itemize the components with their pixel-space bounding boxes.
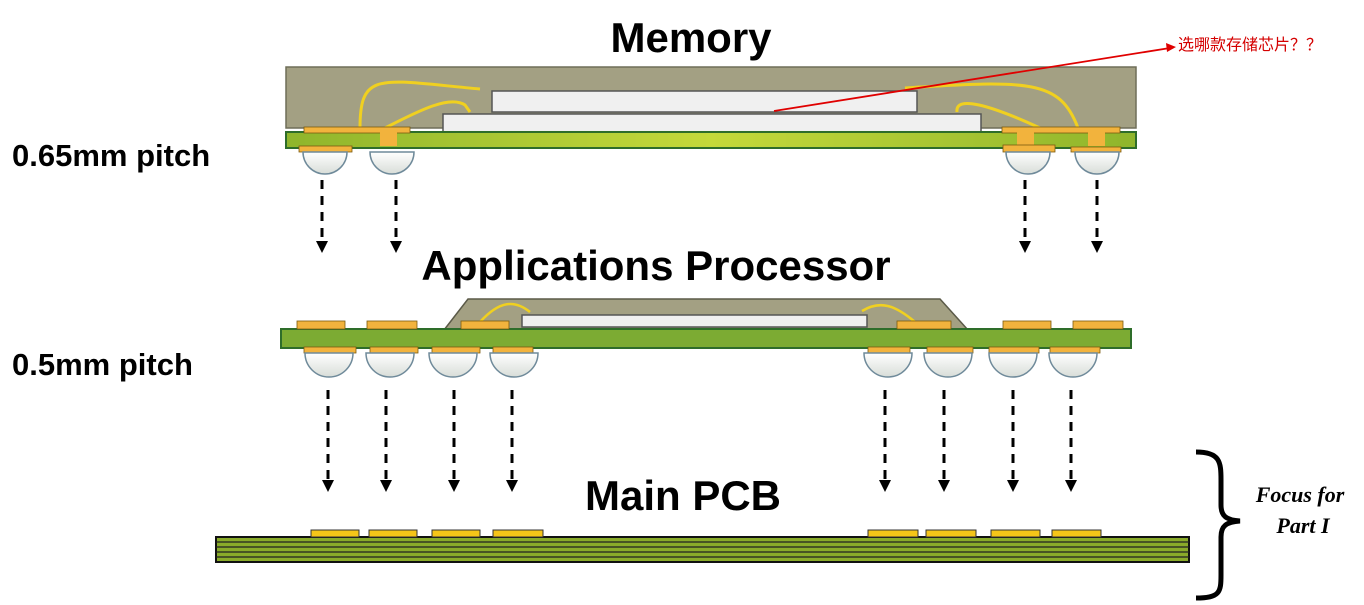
arrow-head — [1019, 241, 1031, 253]
bottom-pad — [926, 346, 974, 354]
bottom-pad — [431, 346, 481, 354]
solder-ball — [923, 352, 973, 378]
processor-die — [521, 314, 868, 328]
arrow-head — [322, 480, 334, 492]
focus-label-line2: Part I — [1275, 513, 1331, 538]
arrow-head — [506, 480, 518, 492]
solder-ball — [1048, 352, 1098, 378]
focus-label-line1: Focus for — [1255, 482, 1345, 507]
pcb-pad — [990, 529, 1041, 538]
pcb-pad — [925, 529, 977, 538]
annotation-text: 选哪款存储芯片？？ — [1178, 35, 1322, 54]
arrow-head — [448, 480, 460, 492]
memory-package — [285, 66, 1137, 175]
bottom-pad — [492, 346, 534, 354]
bond-wire — [358, 80, 481, 129]
solder-ball — [489, 352, 539, 378]
top-pad — [1072, 320, 1124, 330]
arrow-head — [380, 480, 392, 492]
bottom-pad — [988, 346, 1040, 354]
memory-pitch-label: 0.65mm pitch — [12, 138, 210, 173]
memory-substrate — [285, 131, 1137, 149]
arrow-head — [316, 241, 328, 253]
via — [1088, 132, 1105, 146]
solder-ball — [302, 151, 348, 175]
solder-ball — [863, 352, 913, 378]
bottom-pad — [1049, 346, 1101, 354]
annotation-line — [773, 47, 1171, 112]
bond-wire — [904, 82, 1080, 129]
memory-die-top — [491, 90, 918, 113]
top-pad — [460, 320, 510, 330]
pcb-pad — [492, 529, 544, 538]
processor-to-pcb-arrows — [322, 390, 1077, 492]
bond-wire — [384, 100, 472, 130]
arrow-head — [1065, 480, 1077, 492]
processor-title: Applications Processor — [421, 242, 890, 289]
annotation-arrowhead — [1166, 43, 1176, 52]
memory-to-processor-arrows — [316, 180, 1103, 253]
solder-ball — [369, 151, 415, 175]
bottom-pad — [369, 346, 419, 354]
pcb-pad — [431, 529, 481, 538]
pcb-pad — [867, 529, 919, 538]
memory-die-bottom — [442, 113, 982, 133]
solder-ball — [1005, 151, 1051, 175]
bond-wire — [955, 101, 1041, 130]
arrow-head — [938, 480, 950, 492]
bond-wire — [479, 302, 531, 323]
top-pad — [366, 320, 418, 330]
via — [1017, 132, 1034, 146]
solder-ball — [1074, 151, 1120, 175]
pcb-board — [215, 536, 1190, 563]
processor-package — [280, 298, 1132, 378]
solder-ball — [365, 352, 415, 378]
pcb-pad — [310, 529, 360, 538]
via — [380, 132, 397, 146]
main-pcb — [215, 529, 1190, 563]
solder-ball — [304, 352, 354, 378]
arrow-head — [1007, 480, 1019, 492]
top-pad — [296, 320, 346, 330]
arrow-head — [879, 480, 891, 492]
pcb-title: Main PCB — [585, 472, 781, 519]
memory-title: Memory — [610, 14, 772, 61]
bond-wire — [861, 303, 916, 323]
pcb-pad — [368, 529, 418, 538]
bottom-pad — [867, 346, 911, 354]
pad — [298, 145, 353, 153]
top-pad — [896, 320, 952, 330]
pad — [303, 126, 411, 134]
top-pad — [1002, 320, 1052, 330]
arrow-head — [1091, 241, 1103, 253]
pcb-pad — [1051, 529, 1102, 538]
solder-ball — [428, 352, 478, 378]
solder-ball — [988, 352, 1038, 378]
processor-pitch-label: 0.5mm pitch — [12, 347, 193, 382]
pad — [1001, 126, 1121, 134]
arrow-head — [390, 241, 402, 253]
pad — [1002, 144, 1056, 153]
bottom-pad — [303, 346, 357, 354]
focus-brace — [1195, 449, 1241, 601]
processor-substrate — [280, 328, 1132, 349]
